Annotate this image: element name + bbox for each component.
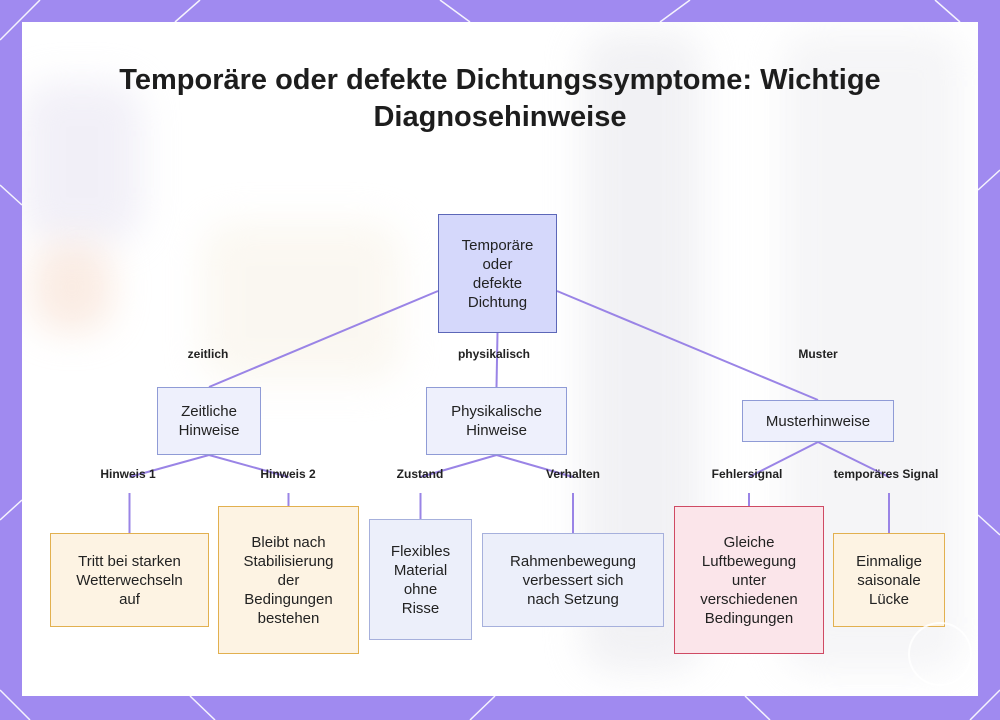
edge-branch-3-to-leaf-2-upper [817, 441, 890, 478]
diagram-edges [128, 290, 890, 533]
branch-node-3: Musterhinweise [742, 400, 894, 442]
edge-label-branch-1: zeitlich [187, 347, 229, 361]
edge-branch-3-to-leaf-1-upper [748, 441, 819, 478]
diagram-panel: Temporäre oder defekte Dichtungssymptome… [22, 22, 978, 696]
edge-label-branch-2: physikalisch [457, 347, 531, 361]
edge-branch-2-to-leaf-2-upper [496, 454, 574, 478]
edge-branch-1-to-leaf-2-upper [208, 454, 289, 478]
edge-label-branch-3: Muster [798, 347, 838, 361]
edge-root-to-branch-2 [495, 332, 499, 388]
edge-label-leaf-3-2: temporäres Signal [833, 467, 939, 481]
edge-label-leaf-1-1: Hinweis 1 [100, 467, 156, 481]
edge-label-leaf-1-2: Hinweis 2 [260, 467, 316, 481]
edge-label-leaf-3-1: Fehlersignal [711, 467, 783, 481]
edge-branch-2-to-leaf-1-upper [420, 454, 497, 478]
diagram-title: Temporäre oder defekte Dichtungssymptome… [119, 64, 881, 133]
edge-label-leaf-2-1: Zustand [396, 467, 444, 481]
edge-label-leaf-2-2: Verhalten [545, 467, 601, 481]
edge-branch-1-to-leaf-1-upper [129, 454, 210, 478]
edge-root-to-branch-1 [208, 290, 439, 388]
branch-node-3-text: Musterhinweise [765, 412, 871, 430]
watermark-logo [908, 622, 972, 686]
edge-root-to-branch-3 [556, 290, 819, 401]
